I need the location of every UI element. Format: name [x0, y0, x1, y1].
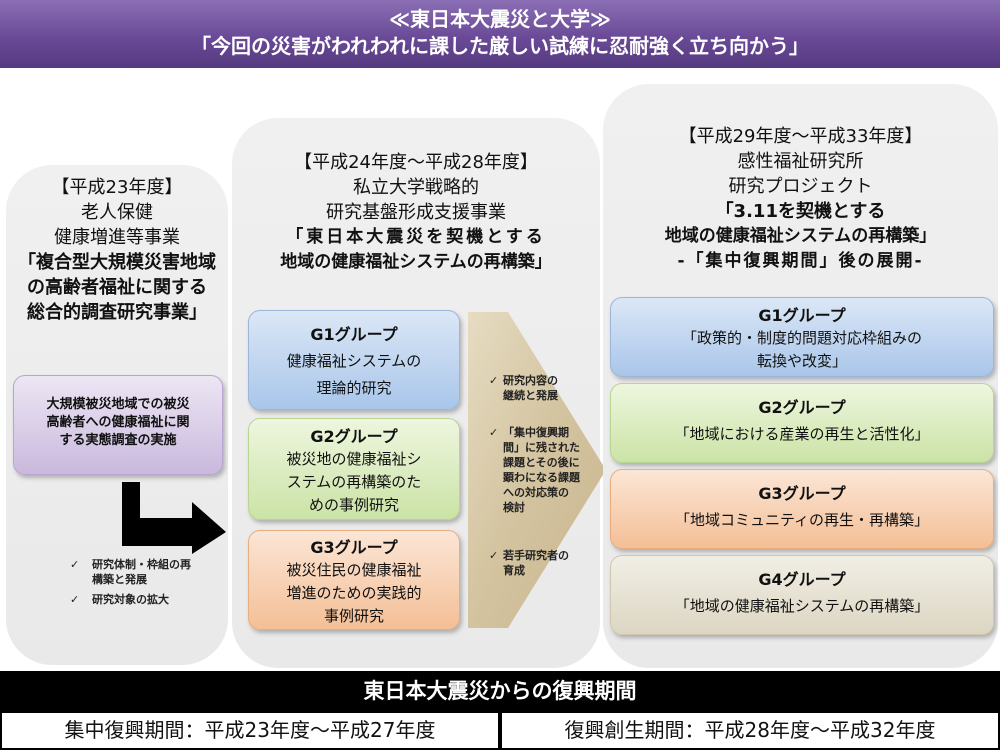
group-desc: 転換や改変」 — [756, 352, 847, 370]
panel-h29-33-year: 【平成29年度～平成33年度】 — [678, 126, 923, 147]
panel-h29-33-sub3: -「集中復興期間」後の展開- — [677, 251, 924, 271]
p2-group-g2: G2グループ 被災地の健康福祉シ ステムの再構築のた めの事例研究 — [248, 418, 460, 520]
group-title: G3グループ — [758, 484, 846, 503]
survey-box-line: する実態調査の実施 — [59, 433, 177, 448]
check-item-line: 顕わになる課題 — [503, 471, 580, 484]
check-item-line: 検討 — [503, 501, 525, 514]
elbow-arrow-icon — [122, 482, 226, 554]
panel-h23-heading: 【平成23年度】 老人保健 健康増進等事業 「複合型大規模災害地域 の高齢者福祉… — [6, 175, 228, 325]
check-item-line: 課題とその後に — [503, 456, 580, 469]
check-item-line: 研究体制・枠組の再 — [92, 558, 191, 571]
group-desc: 「地域の健康福祉システムの再構築」 — [674, 597, 930, 615]
survey-box: 大規模被災地域での被災 高齢者への健康福祉に関 する実態調査の実施 — [13, 375, 223, 475]
panel-h29-33-name2: 研究プロジェクト — [728, 176, 873, 197]
p2-group-g1: G1グループ 健康福祉システムの 理論的研究 — [248, 310, 460, 410]
group-desc: 健康福祉システムの — [286, 352, 422, 370]
group-desc: ステムの再構築のた — [286, 473, 422, 491]
group-title: G1グループ — [758, 306, 846, 325]
p3-group-g4: G4グループ 「地域の健康福祉システムの再構築」 — [610, 555, 994, 635]
panel-h23-year: 【平成23年度】 — [51, 177, 183, 198]
panel-h23-name2: 健康増進等事業 — [54, 227, 180, 248]
check-icon: ✓ — [489, 549, 499, 562]
check-item-line: 若手研究者の — [503, 549, 569, 562]
group-desc: 「政策的・制度的問題対応枠組みの — [681, 329, 922, 347]
check-item: ✓ 研究対象の拡大 — [70, 592, 227, 607]
panel-h24-28-name1: 私立大学戦略的 — [353, 177, 479, 198]
survey-box-line: 高齢者への健康福祉に関 — [46, 415, 190, 430]
page-header: ≪東日本大震災と大学≫ 「今回の災害がわれわれに課した厳しい試練に忍耐強く立ち向… — [0, 0, 1000, 68]
check-item-line: 研究対象の拡大 — [92, 593, 169, 606]
panel-h29-33-sub2: 地域の健康福祉システムの再構築」 — [664, 226, 937, 246]
group-title: G2グループ — [758, 398, 846, 417]
footer-title: 東日本大震災からの復興期間 — [0, 671, 1000, 711]
check-item-line: への対応策の — [503, 486, 569, 499]
check-item-line: 研究内容の — [503, 374, 558, 387]
check-icon: ✓ — [70, 593, 80, 606]
group-desc: 被災住民の健康福祉 — [286, 561, 422, 579]
panel-h24-28-name2: 研究基盤形成支援事業 — [326, 202, 506, 223]
group-desc: 「地域における産業の再生と活性化」 — [674, 425, 930, 443]
group-title: G2グループ — [310, 427, 398, 446]
check-item-line: 継続と発展 — [503, 389, 558, 402]
group-title: G3グループ — [310, 538, 398, 557]
header-title: ≪東日本大震災と大学≫ — [389, 7, 611, 31]
p3-group-g2: G2グループ 「地域における産業の再生と活性化」 — [610, 383, 994, 463]
check-icon: ✓ — [70, 558, 80, 571]
group-desc: めの事例研究 — [308, 496, 399, 514]
check-icon: ✓ — [489, 374, 499, 387]
group-desc: 被災地の健康福祉シ — [286, 450, 422, 468]
check-icon: ✓ — [489, 426, 499, 439]
panel-h29-33-heading: 【平成29年度～平成33年度】 感性福祉研究所 研究プロジェクト 「3.11を契… — [603, 124, 998, 274]
p2-group-g3: G3グループ 被災住民の健康福祉 増進のための実践的 事例研究 — [248, 530, 460, 630]
panel-h23-name1: 老人保健 — [81, 202, 153, 223]
p3-group-g3: G3グループ 「地域コミュニティの再生・再構築」 — [610, 469, 994, 549]
panel-h29-33-sub1: 「3.11を契機とする — [715, 201, 886, 222]
survey-box-line: 大規模被災地域での被災 — [46, 397, 190, 412]
panel-h23-sub1: 「複合型大規模災害地域 — [18, 252, 216, 273]
check-item: ✓ 研究体制・枠組の再 構築と発展 — [70, 557, 227, 587]
panel-h24-28-sub1: 「東日本大震災を契機とする — [286, 227, 546, 247]
footer-period-left: 集中復興期間：平成23年度～平成27年度 — [0, 711, 500, 750]
parchment-arrow — [468, 312, 606, 628]
check-item-line: 「集中復興期 — [503, 426, 569, 439]
check-item-line: 構築と発展 — [92, 573, 147, 586]
group-title: G4グループ — [758, 570, 846, 589]
check-item: ✓ 研究内容の 継続と発展 — [489, 373, 598, 403]
group-desc: 事例研究 — [323, 607, 384, 625]
panel-h24-28-sub2: 地域の健康福祉システムの再構築」 — [280, 252, 552, 272]
p3-group-g1: G1グループ 「政策的・制度的問題対応枠組みの 転換や改変」 — [610, 297, 994, 377]
panel-h23-sub3: 総合的調査研究事業」 — [27, 302, 207, 323]
group-title: G1グループ — [310, 325, 398, 344]
group-desc: 理論的研究 — [316, 379, 392, 397]
panel-h23-sub2: の高齢者福祉に関する — [27, 277, 207, 298]
check-item: ✓ 若手研究者の 育成 — [489, 548, 598, 578]
panel-h24-28-year: 【平成24年度～平成28年度】 — [294, 152, 538, 173]
footer-period-right: 復興創生期間：平成28年度～平成32年度 — [500, 711, 1000, 750]
header-subtitle: 「今回の災害がわれわれに課した厳しい試練に忍耐強く立ち向かう」 — [191, 34, 809, 58]
panel-h24-28-heading: 【平成24年度～平成28年度】 私立大学戦略的 研究基盤形成支援事業 「東日本大… — [232, 150, 600, 275]
check-item-line: 間」に残された — [503, 441, 580, 454]
check-item-line: 育成 — [503, 564, 525, 577]
group-desc: 増進のための実践的 — [286, 584, 422, 602]
panel-h29-33-name1: 感性福祉研究所 — [737, 151, 864, 172]
check-item: ✓ 「集中復興期 間」に残された 課題とその後に 顕わになる課題 への対応策の … — [489, 425, 603, 515]
group-desc: 「地域コミュニティの再生・再構築」 — [674, 511, 930, 529]
